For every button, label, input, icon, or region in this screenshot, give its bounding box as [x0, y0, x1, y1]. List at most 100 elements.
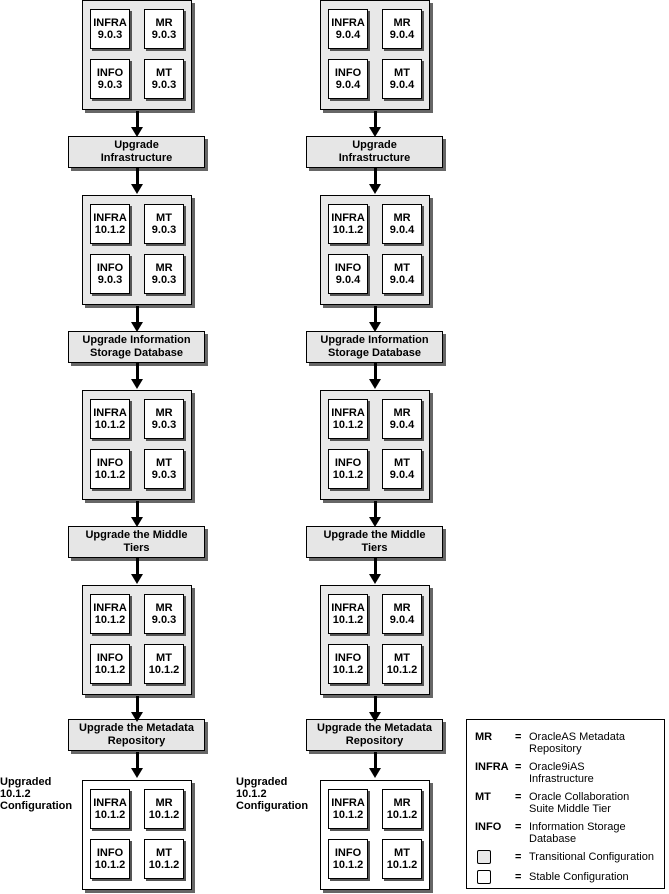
component-version: 10.1.2: [386, 859, 418, 871]
component-name: MR: [393, 602, 411, 614]
component-name: INFO: [334, 652, 362, 664]
arrow-head: [131, 127, 143, 137]
component-name: MT: [156, 67, 172, 79]
upgrade-step-line: Upgrade the Middle: [323, 529, 426, 541]
arrow-head: [369, 517, 381, 527]
legend-description-line: Oracle Collaboration: [529, 791, 630, 803]
component-version: 10.1.2: [386, 664, 418, 676]
legend-term: INFRA: [475, 761, 509, 773]
component-name: INFO: [96, 262, 124, 274]
component-name: MT: [156, 457, 172, 469]
legend-equals: =: [515, 731, 522, 743]
legend-description: Oracle Collaboration Suite Middle Tier: [529, 791, 649, 815]
arrow-head: [369, 322, 381, 332]
legend-swatch-label: Stable Configuration: [529, 871, 629, 883]
component-version: 10.1.2: [332, 224, 364, 236]
legend-description-line: Oracle9iAS: [529, 761, 585, 773]
down-arrow-icon: [131, 501, 143, 527]
upgrade-step-line: Storage Database: [90, 347, 183, 359]
component-name: INFRA: [93, 602, 127, 614]
upgraded-configuration-label-line: Configuration: [236, 800, 309, 812]
component-version: 10.1.2: [94, 419, 126, 431]
component-name: MR: [155, 797, 173, 809]
down-arrow-icon: [131, 752, 143, 778]
legend-swatch-label: Transitional Configuration: [529, 851, 654, 863]
component-name: MT: [156, 847, 172, 859]
arrow-shaft: [135, 558, 139, 575]
upgrade-step-line: Upgrade: [352, 139, 397, 151]
component-name: MT: [394, 67, 410, 79]
component-version: 9.0.3: [151, 614, 177, 626]
legend-description-line: OracleAS Metadata: [529, 731, 625, 743]
arrow-head: [369, 127, 381, 137]
arrow-head: [131, 184, 143, 194]
component-version: 10.1.2: [94, 809, 126, 821]
upgrade-step-line: Upgrade the Metadata: [317, 722, 432, 734]
legend-entry-transitional: = Transitional Configuration: [475, 850, 654, 864]
legend: MR = OracleAS Metadata Repository INFRA …: [466, 719, 665, 889]
arrow-shaft: [135, 168, 139, 185]
component-version: 10.1.2: [332, 664, 364, 676]
down-arrow-icon: [369, 111, 381, 137]
arrow-shaft: [135, 752, 139, 769]
component-name: MT: [156, 652, 172, 664]
down-arrow-icon: [369, 501, 381, 527]
arrow-head: [131, 322, 143, 332]
legend-term: MR: [475, 731, 493, 743]
legend-description: Information Storage Database: [529, 821, 649, 845]
component-version: 9.0.4: [389, 419, 415, 431]
arrow-shaft: [373, 696, 377, 713]
component-name: MR: [155, 602, 173, 614]
component-version: 9.0.3: [151, 79, 177, 91]
down-arrow-icon: [131, 696, 143, 722]
legend-description-line: Database: [529, 833, 577, 845]
legend-equals: =: [515, 871, 522, 883]
arrow-head: [131, 517, 143, 527]
component-name: INFO: [96, 847, 124, 859]
down-arrow-icon: [369, 696, 381, 722]
component-version: 10.1.2: [332, 614, 364, 626]
transitional-swatch: [477, 850, 491, 864]
legend-description: OracleAS Metadata Repository: [529, 731, 649, 755]
upgrade-step-line: Tiers: [123, 542, 150, 554]
arrow-head: [131, 574, 143, 584]
legend-equals: =: [515, 851, 522, 863]
component-version: 10.1.2: [94, 224, 126, 236]
component-name: MT: [394, 457, 410, 469]
down-arrow-icon: [369, 363, 381, 389]
upgraded-configuration-label-line: Configuration: [0, 800, 73, 812]
component-version: 10.1.2: [94, 859, 126, 871]
down-arrow-icon: [369, 168, 381, 194]
component-name: MR: [393, 212, 411, 224]
component-name: MR: [393, 407, 411, 419]
